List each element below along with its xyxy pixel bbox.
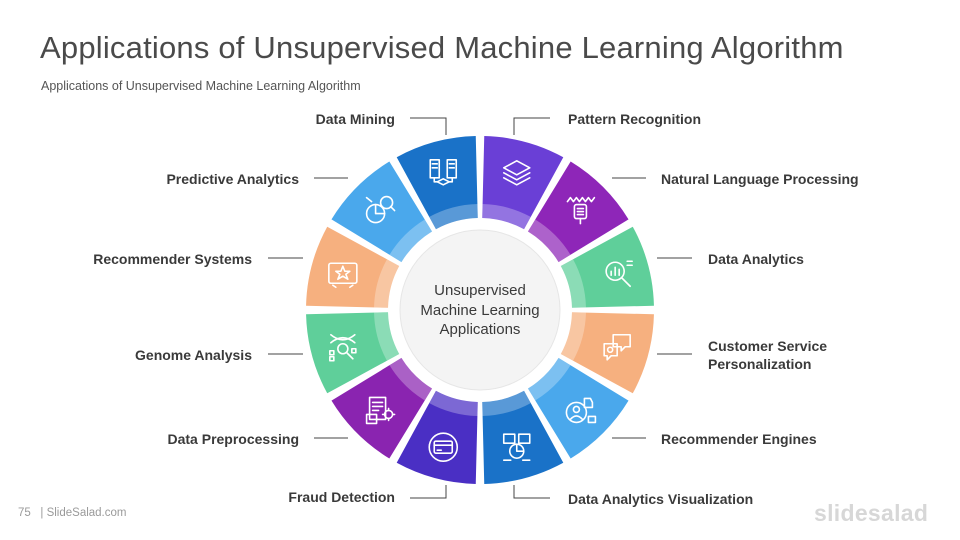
ring-segment-data-analytics-visualization bbox=[482, 390, 564, 484]
label-recommender-engines: Recommender Engines bbox=[661, 431, 817, 447]
ring-segment-inner-band bbox=[374, 259, 400, 308]
connector-line bbox=[513, 485, 550, 499]
label-natural-language-processing: Natural Language Processing bbox=[661, 171, 859, 187]
label-data-analytics: Data Analytics bbox=[708, 251, 804, 267]
connector-line bbox=[410, 485, 447, 499]
ring-segment-inner-band bbox=[429, 204, 478, 230]
ring-segment-recommender-engines bbox=[527, 357, 629, 459]
star-rating-icon bbox=[328, 262, 358, 289]
ring-segment-pattern-recognition bbox=[482, 136, 564, 230]
credit-card-icon bbox=[428, 432, 459, 462]
label-data-analytics-visualization: Data Analytics Visualization bbox=[568, 491, 754, 507]
footer: 75 | SlideSalad.com bbox=[18, 507, 126, 519]
center-line-2: Machine Learning bbox=[420, 301, 540, 319]
ring-segment-inner-band bbox=[560, 312, 586, 361]
page-number: 75 bbox=[18, 507, 31, 519]
layers-icon bbox=[502, 160, 531, 186]
ring-segment-inner-band bbox=[527, 357, 571, 401]
ring-segment-predictive-analytics bbox=[331, 161, 433, 263]
ring-segment-customer-service-personalization bbox=[560, 312, 654, 394]
page-subtitle: Applications of Unsupervised Machine Lea… bbox=[41, 79, 361, 93]
label-data-mining: Data Mining bbox=[315, 111, 395, 127]
center-label: Unsupervised Machine Learning Applicatio… bbox=[380, 281, 580, 340]
label-genome-analysis: Genome Analysis bbox=[135, 347, 252, 363]
ring-segment-recommender-systems bbox=[306, 226, 400, 308]
connector-line bbox=[410, 117, 447, 135]
center-circle bbox=[399, 229, 561, 391]
center-line-1: Unsupervised bbox=[434, 282, 526, 299]
connector-line bbox=[513, 117, 550, 135]
brand-logo: slidesalad bbox=[814, 500, 929, 526]
chat-bubbles-icon bbox=[603, 333, 631, 361]
ring-segment-inner-band bbox=[482, 390, 531, 416]
document-gear-icon bbox=[365, 396, 396, 425]
ring-segment-inner-band bbox=[389, 219, 433, 263]
ring-segment-inner-band bbox=[560, 259, 586, 308]
label-recommender-systems: Recommender Systems bbox=[93, 251, 252, 267]
ring-segment-inner-band bbox=[374, 312, 400, 361]
label-customer-service-personalization: Customer Service Personalization bbox=[708, 338, 828, 372]
voice-recorder-icon bbox=[566, 196, 596, 225]
user-recommend-icon bbox=[565, 397, 597, 424]
footer-site: | SlideSalad.com bbox=[40, 507, 127, 519]
pie-search-icon bbox=[365, 195, 396, 224]
dashboard-charts-icon bbox=[502, 433, 531, 461]
label-fraud-detection: Fraud Detection bbox=[288, 489, 395, 505]
ring-segment-data-preprocessing bbox=[331, 357, 433, 459]
page-title: Applications of Unsupervised Machine Lea… bbox=[40, 30, 844, 65]
magnifier-chart-icon bbox=[605, 260, 633, 288]
label-predictive-analytics: Predictive Analytics bbox=[166, 171, 299, 187]
label-pattern-recognition: Pattern Recognition bbox=[568, 111, 702, 127]
ring-segment-fraud-detection bbox=[396, 390, 478, 484]
ring-segment-inner-band bbox=[527, 219, 571, 263]
ring-segment-inner-band bbox=[389, 357, 433, 401]
ring-segment-inner-band bbox=[429, 390, 478, 416]
server-cube-icon bbox=[429, 159, 458, 186]
label-data-preprocessing: Data Preprocessing bbox=[167, 431, 300, 447]
center-line-3: Applications bbox=[439, 321, 521, 338]
ring-segment-inner-band bbox=[482, 204, 531, 230]
dna-icon bbox=[329, 333, 357, 362]
